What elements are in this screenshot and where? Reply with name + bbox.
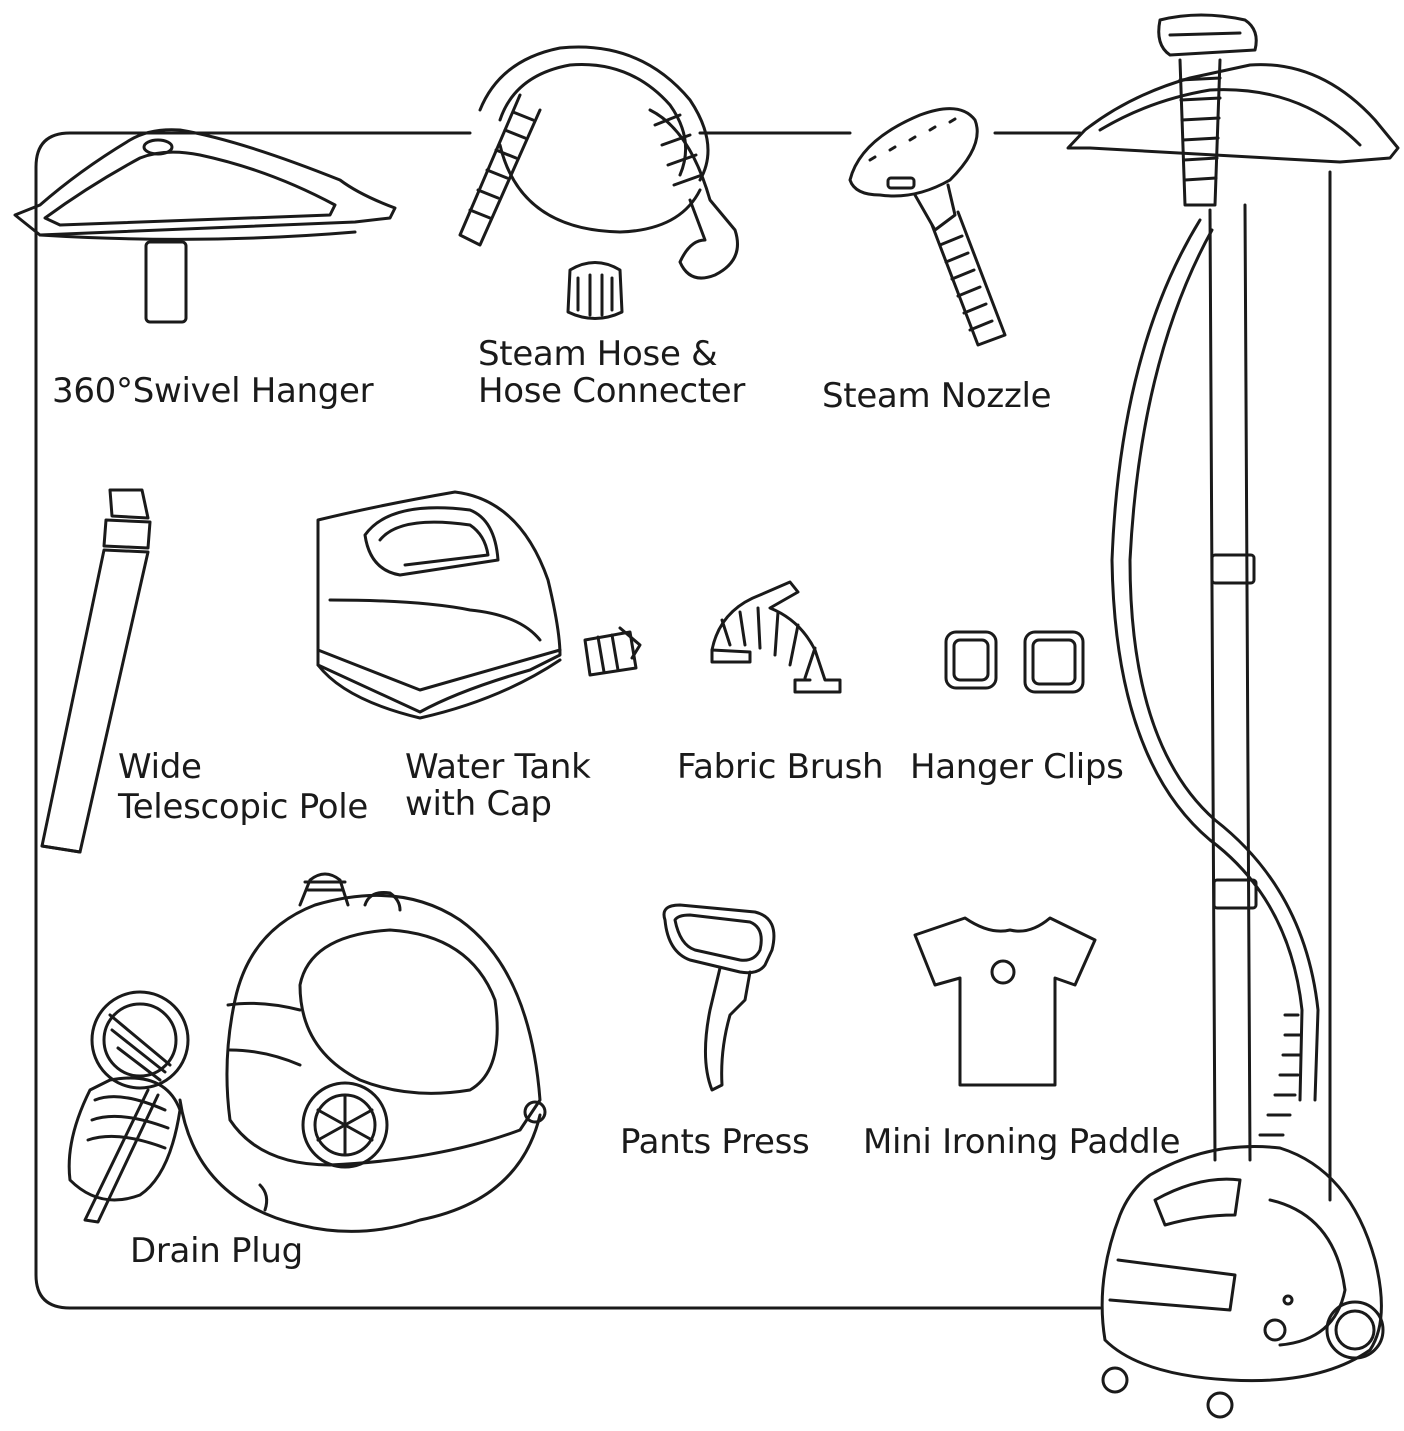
pants-press-label: Pants Press: [620, 1122, 810, 1162]
water-tank-label-line2: with Cap: [405, 784, 552, 824]
drain-plug-icon: [69, 992, 540, 1231]
water-tank-icon: [318, 492, 640, 718]
telescopic-pole-icon: [42, 490, 150, 852]
water-tank-label-line1: Water Tank: [405, 747, 591, 787]
telescopic-pole-label-line1: Wide: [118, 747, 202, 787]
steam-nozzle-icon: [850, 109, 1005, 345]
steamer-base-icon: [227, 874, 545, 1167]
pants-press-icon: [664, 905, 774, 1090]
swivel-hanger-icon: [15, 130, 395, 322]
fabric-brush-icon: [712, 582, 840, 692]
frame-border: [36, 133, 1100, 1308]
telescopic-pole-label-line2: Telescopic Pole: [118, 787, 368, 827]
steam-hose-icon: [460, 47, 738, 318]
fabric-brush-label: Fabric Brush: [677, 747, 884, 787]
mini-ironing-paddle-icon: [915, 918, 1095, 1085]
swivel-hanger-label: 360°Swivel Hanger: [52, 371, 374, 411]
steam-hose-label-line1: Steam Hose &: [478, 334, 718, 374]
hanger-clips-label: Hanger Clips: [910, 747, 1124, 787]
drain-plug-label: Drain Plug: [130, 1231, 303, 1271]
steam-hose-label-line2: Hose Connecter: [478, 371, 746, 411]
hanger-clips-icon: [946, 632, 1083, 692]
garment-steamer-icon: [1068, 15, 1398, 1417]
mini-ironing-paddle-label: Mini Ironing Paddle: [863, 1122, 1181, 1162]
steam-nozzle-label: Steam Nozzle: [822, 376, 1052, 416]
